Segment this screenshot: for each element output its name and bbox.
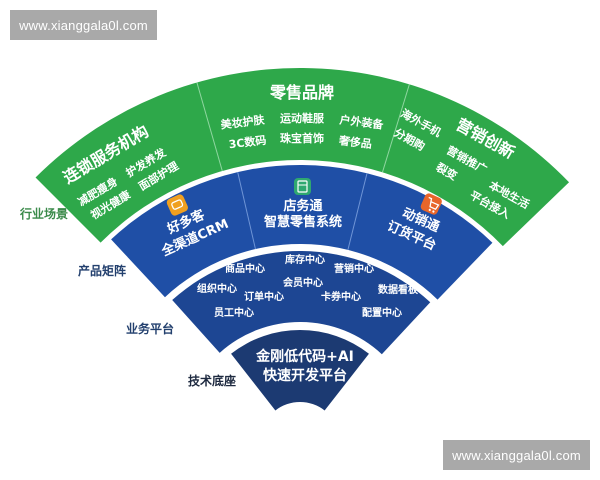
product-divider (347, 173, 368, 251)
industry-item: 户外装备 (339, 112, 385, 131)
business-module[interactable]: 订单中心 (244, 290, 284, 303)
industry-item: 奢侈品 (337, 133, 372, 151)
watermark-top: www.xianggala0l.com (10, 10, 157, 40)
business-module[interactable]: 库存中心 (285, 253, 325, 266)
industry-item: 珠宝首饰 (280, 131, 324, 145)
business-module[interactable]: 营销中心 (334, 262, 374, 275)
industry-band (35, 67, 570, 247)
business-module[interactable]: 数据看板 (378, 283, 419, 296)
industry-divider (381, 84, 410, 173)
industry-divider (196, 82, 223, 172)
industry-item: 运动鞋服 (280, 111, 325, 125)
product-layer: 好多客 全渠道CRM 店务通 智慧零售系统 动销通 订货平台 (111, 165, 493, 300)
store-icon (294, 178, 311, 195)
product-dianwutong-retail-system[interactable]: 店务通 智慧零售系统 (264, 178, 342, 230)
business-module[interactable]: 组织中心 (197, 282, 237, 295)
industry-segment-title: 零售品牌 (269, 83, 334, 102)
cart-icon (420, 193, 442, 215)
product-subtitle: 智慧零售系统 (264, 214, 342, 230)
business-module[interactable]: 会员中心 (283, 276, 323, 289)
business-module[interactable]: 卡券中心 (321, 290, 361, 303)
business-module[interactable]: 配置中心 (362, 306, 402, 319)
tech-layer[interactable]: 金刚低代码+AI 快速开发平台 (231, 330, 369, 411)
business-module[interactable]: 商品中心 (225, 262, 265, 275)
business-module[interactable]: 员工中心 (214, 306, 254, 319)
industry-layer: 连锁服务机构 减肥瘦身 护发养发 视光健康 面部护理 零售品牌 美妆护肤 运动鞋… (35, 67, 570, 247)
watermark-bottom: www.xianggala0l.com (443, 440, 590, 470)
tech-subtitle: 快速开发平台 (263, 367, 347, 384)
crm-icon (166, 194, 188, 216)
product-band (111, 165, 493, 300)
layer-label-business: 业务平台 (126, 322, 175, 336)
industry-item: 3C数码 (228, 133, 267, 151)
industry-segment-retail-brand[interactable]: 零售品牌 美妆护肤 运动鞋服 户外装备 3C数码 珠宝首饰 奢侈品 (220, 83, 385, 151)
tech-title: 金刚低代码+AI (255, 348, 354, 365)
industry-item: 美妆护肤 (220, 112, 266, 131)
layer-label-product: 产品矩阵 (78, 264, 127, 278)
product-divider (237, 171, 256, 250)
business-band (172, 250, 431, 355)
layer-label-industry: 行业场景 (20, 207, 69, 221)
tech-band (231, 330, 369, 411)
layer-label-tech: 技术底座 (188, 374, 237, 388)
product-name: 店务通 (283, 198, 322, 214)
